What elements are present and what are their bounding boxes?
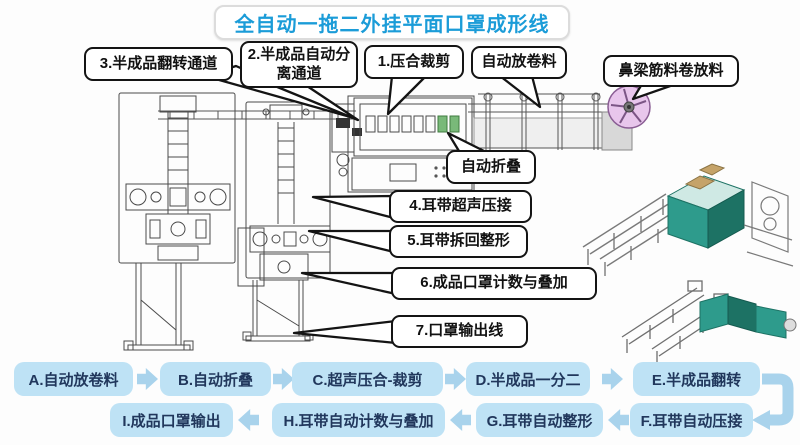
- flow-step-g: G.耳带自动整形: [476, 403, 603, 437]
- flow-step-f: F.耳带自动压接: [630, 403, 753, 437]
- callout-flip-channel: 3.半成品翻转通道: [84, 47, 233, 81]
- callout-auto-feed: 自动放卷料: [471, 46, 567, 79]
- callout-earloop-weld: 4.耳带超声压接: [389, 190, 532, 223]
- flow-step-e: E.半成品翻转: [633, 362, 760, 396]
- flow-step-h: H.耳带自动计数与叠加: [272, 403, 445, 437]
- callout-nose-roll: 鼻梁筋料卷放料: [603, 55, 739, 87]
- callout-press-cut: 1.压合裁剪: [364, 45, 464, 79]
- mask-machine-render-2: [621, 280, 797, 364]
- top-bridge-conveyor: [158, 110, 356, 120]
- flow-step-c: C.超声压合-裁剪: [292, 362, 443, 396]
- nose-bridge-material-roll: [601, 85, 651, 151]
- callout-count-stack: 6.成品口罩计数与叠加: [391, 267, 597, 300]
- mask-machine-render-1: [582, 163, 794, 276]
- flow-step-b: B.自动折叠: [160, 362, 271, 396]
- flow-step-i: I.成品口罩输出: [110, 403, 233, 437]
- callout-auto-fold: 自动折叠: [446, 150, 536, 184]
- callout-separate-channel: 2.半成品自动分离通道: [240, 41, 358, 88]
- feed-conveyor: [468, 92, 616, 150]
- forming-column-left: [118, 92, 265, 351]
- callout-earloop-shape: 5.耳带拆回整形: [389, 225, 528, 258]
- flow-step-d: D.半成品一分二: [466, 362, 590, 396]
- callout-output-line: 7.口罩输出线: [391, 315, 528, 348]
- flow-connector-arrow: [752, 373, 794, 430]
- forming-column-right: [242, 101, 331, 342]
- page-title: 全自动一拖二外挂平面口罩成形线: [214, 5, 570, 40]
- flow-step-a: A.自动放卷料: [14, 362, 133, 396]
